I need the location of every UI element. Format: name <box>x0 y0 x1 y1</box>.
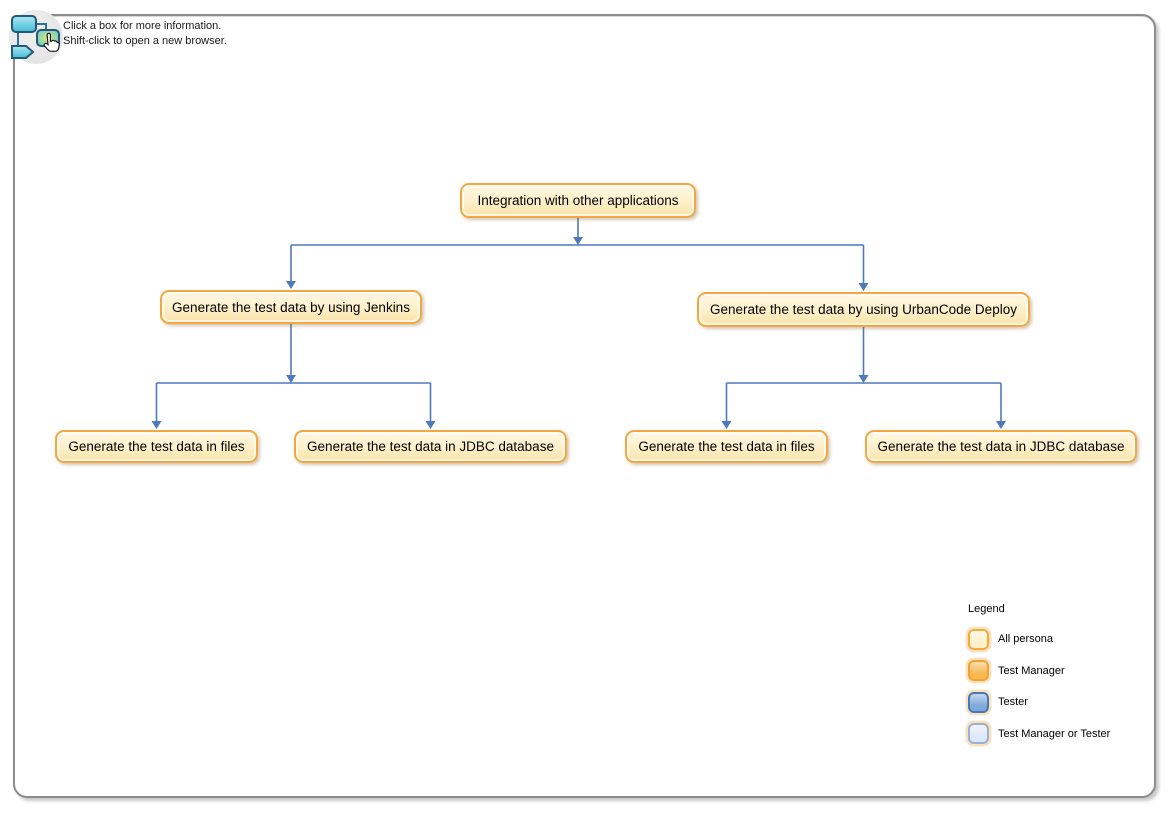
diagram-frame <box>13 14 1156 798</box>
node-integration[interactable]: Integration with other applications <box>460 183 696 218</box>
legend-label: All persona <box>998 633 1054 645</box>
legend-item-test-manager-or-tester: Test Manager or Tester <box>968 723 1110 745</box>
legend-item-tester: Tester <box>968 691 1110 713</box>
legend-label: Test Manager <box>998 664 1065 677</box>
legend-item-all-persona: All persona <box>968 628 1110 650</box>
node-urbancode-deploy[interactable]: Generate the test data by using UrbanCod… <box>697 292 1030 327</box>
hint-flowchart-icon <box>9 10 63 64</box>
node-jenkins[interactable]: Generate the test data by using Jenkins <box>160 290 422 324</box>
legend-label: Tester <box>998 696 1028 708</box>
legend-item-test-manager: Test Manager <box>968 660 1110 682</box>
node-jenkins-jdbc[interactable]: Generate the test data in JDBC database <box>294 430 567 463</box>
node-jenkins-files[interactable]: Generate the test data in files <box>55 430 258 463</box>
all-persona-swatch-icon <box>968 628 989 650</box>
tester-swatch-icon <box>968 691 989 713</box>
hint-text: Click a box for more information. Shift-… <box>63 19 227 49</box>
test-manager-or-tester-swatch-icon <box>968 723 989 744</box>
legend: Legend All persona Test Manager Tester T… <box>968 603 1110 754</box>
node-urbancode-jdbc[interactable]: Generate the test data in JDBC database <box>865 430 1137 463</box>
hint-line-2: Shift-click to open a new browser. <box>63 35 227 47</box>
test-manager-swatch-icon <box>968 660 989 681</box>
legend-label: Test Manager or Tester <box>998 727 1111 740</box>
hint-line-1: Click a box for more information. <box>63 20 222 32</box>
node-urbancode-files[interactable]: Generate the test data in files <box>625 430 828 463</box>
hand-pointer-icon <box>43 32 60 52</box>
legend-title: Legend <box>968 603 1005 615</box>
